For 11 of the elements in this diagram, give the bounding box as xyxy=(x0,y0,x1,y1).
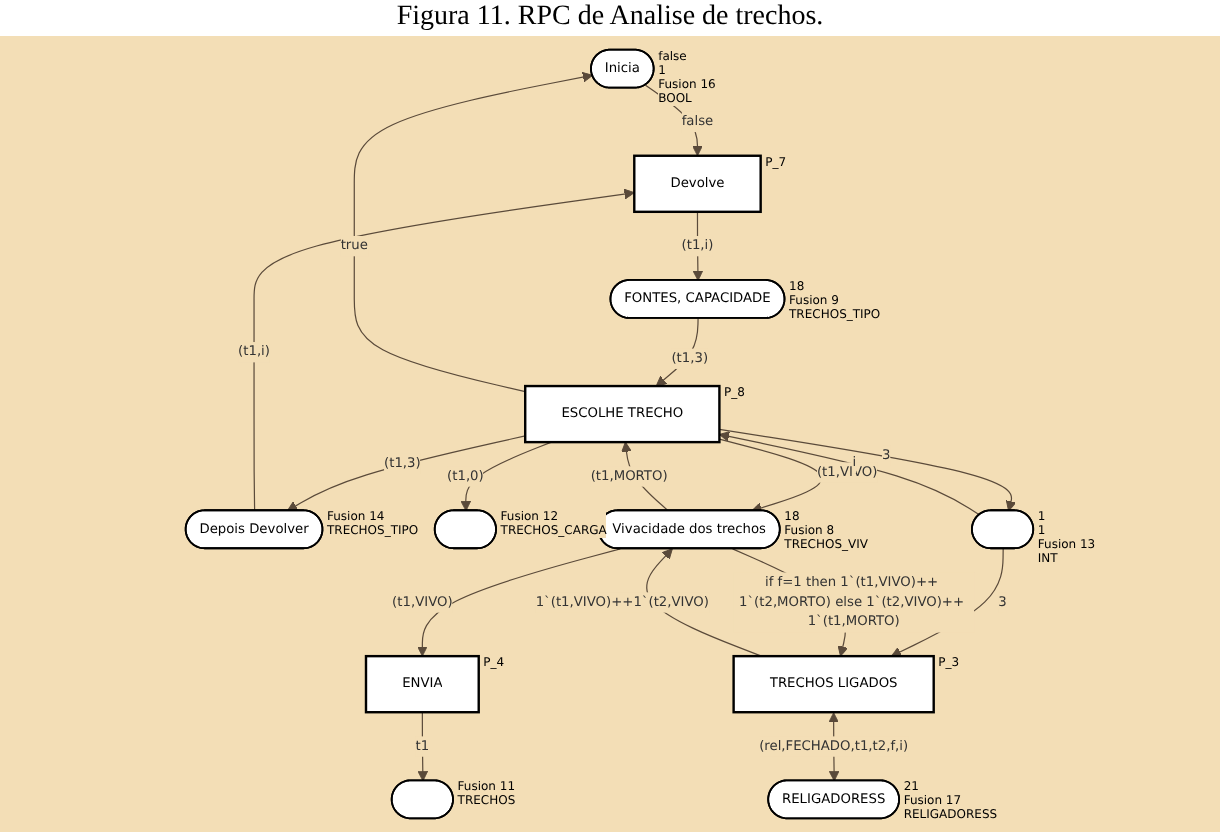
arrow xyxy=(719,428,1017,512)
arrow xyxy=(287,435,527,512)
figure-title: Figura 11. RPC de Analise de trechos. xyxy=(394,0,826,36)
arrow xyxy=(719,431,981,516)
arrow xyxy=(656,317,700,387)
arrow xyxy=(417,548,622,657)
arrow xyxy=(719,438,823,514)
arrow xyxy=(254,188,636,512)
arrow xyxy=(693,211,704,282)
arrow xyxy=(354,71,594,393)
arrow xyxy=(418,711,429,782)
